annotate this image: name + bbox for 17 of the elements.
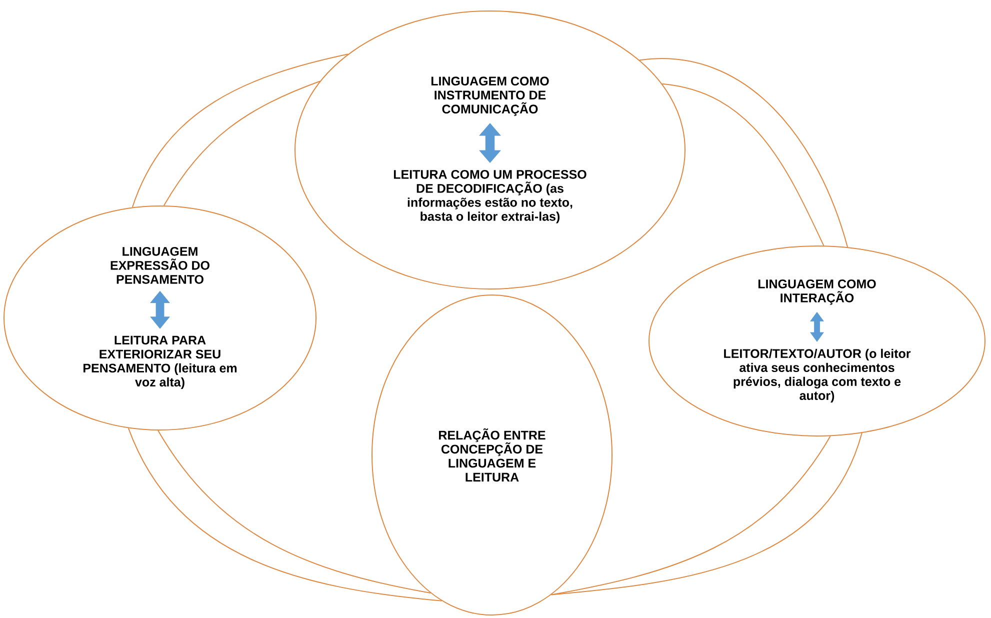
heading-text: LINGUAGEM COMO INTERAÇÃO bbox=[758, 280, 876, 305]
body-text: LEITURA COMO UM PROCESSO DE DECODIFICAÇÃO (as informações estão no texto, basta o leitor extrai-las) bbox=[394, 170, 586, 224]
connector-line bbox=[639, 58, 848, 248]
connector-line bbox=[163, 80, 320, 206]
connector-line bbox=[662, 83, 824, 246]
ellipse-text: RELAÇÃO ENTRE CONCEPÇÃO DE LINGUAGEM E LEITURA bbox=[439, 428, 546, 482]
ellipse bbox=[4, 205, 316, 430]
ellipse bbox=[294, 10, 686, 290]
body-text: LEITURA PARA EXTERIORIZAR SEU PENSAMENTO (leitura em voz alta) bbox=[84, 336, 237, 389]
ellipse bbox=[372, 294, 612, 616]
connector-line bbox=[128, 428, 442, 602]
ellipse bbox=[648, 245, 986, 436]
heading-text: LINGUAGEM EXPRESSÃO DO PENSAMENTO bbox=[110, 246, 210, 284]
body-text: LEITOR/TEXTO/AUTOR (o leitor ativa seus conhecimentos prévios, dialoga com texto e autor) bbox=[724, 348, 911, 402]
heading-text: LINGUAGEM COMO INSTRUMENTO DE COMUNICAÇÃO bbox=[431, 76, 549, 116]
connector-line bbox=[132, 54, 348, 208]
connector-line bbox=[158, 430, 432, 594]
